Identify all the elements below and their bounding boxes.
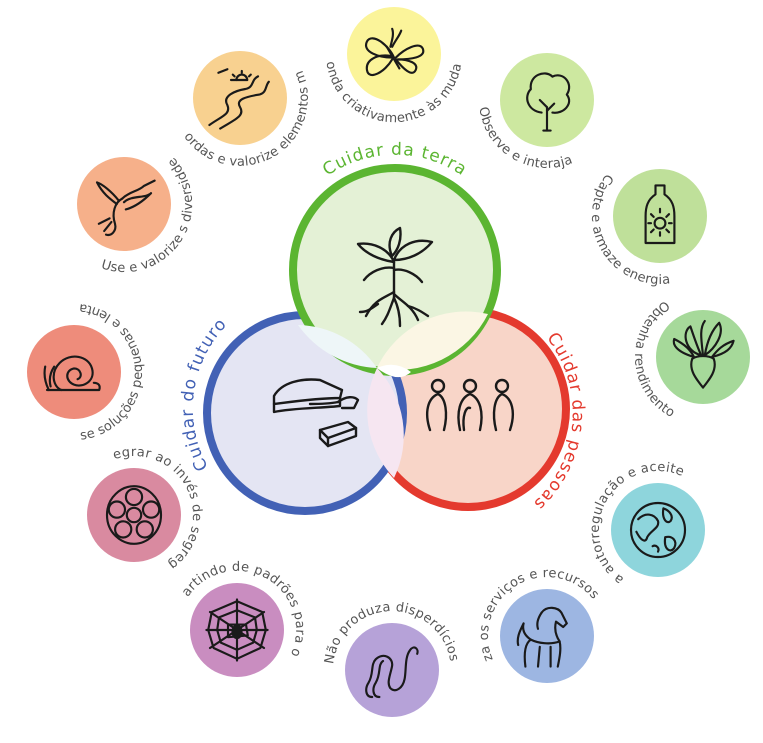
ethics-venn [203,164,570,515]
cheese-slices-icon [272,378,360,448]
principle-circle [193,51,287,145]
winding-path-icon [208,68,270,130]
globe-icon [629,501,687,559]
principle-circle [27,325,121,419]
principle-2: Capte e armaze energia [588,169,707,288]
principle-circle [611,483,705,577]
principle-3: Obtenha rendimento [631,297,750,421]
butterfly-icon [364,27,425,76]
principle-circle [500,589,594,683]
spider-web-icon [205,598,269,662]
principle-6: Não produza disperdícios [322,600,461,717]
principle-circle [500,53,594,147]
principle-circle [87,468,181,562]
hummingbird-icon [95,179,156,237]
overlap-terra-pessoas [377,311,488,370]
overlap-futuro-pessoas [367,368,404,478]
tree-icon [526,72,571,132]
principle-circle [347,7,441,101]
flower-circles-icon [105,485,163,545]
overlap-terra-futuro [298,325,377,368]
snail-icon [43,355,101,392]
principle-10: Use e valorize s diversidde [77,154,196,276]
horse-icon [516,606,568,668]
worm-icon [365,646,419,699]
bottle-sun-icon [644,184,676,245]
principle-circle [77,157,171,251]
people-icon [426,378,514,432]
overlap-center [377,364,411,378]
principle-1: Observe e interaja [475,53,594,172]
tree-roots-icon [356,226,434,328]
principle-8: Integrar ao invés de segregar [0,0,204,572]
beet-icon [672,319,735,389]
principle-circle [613,169,707,263]
principle-11: Use as bordas e valorize elementos margi… [0,0,312,170]
